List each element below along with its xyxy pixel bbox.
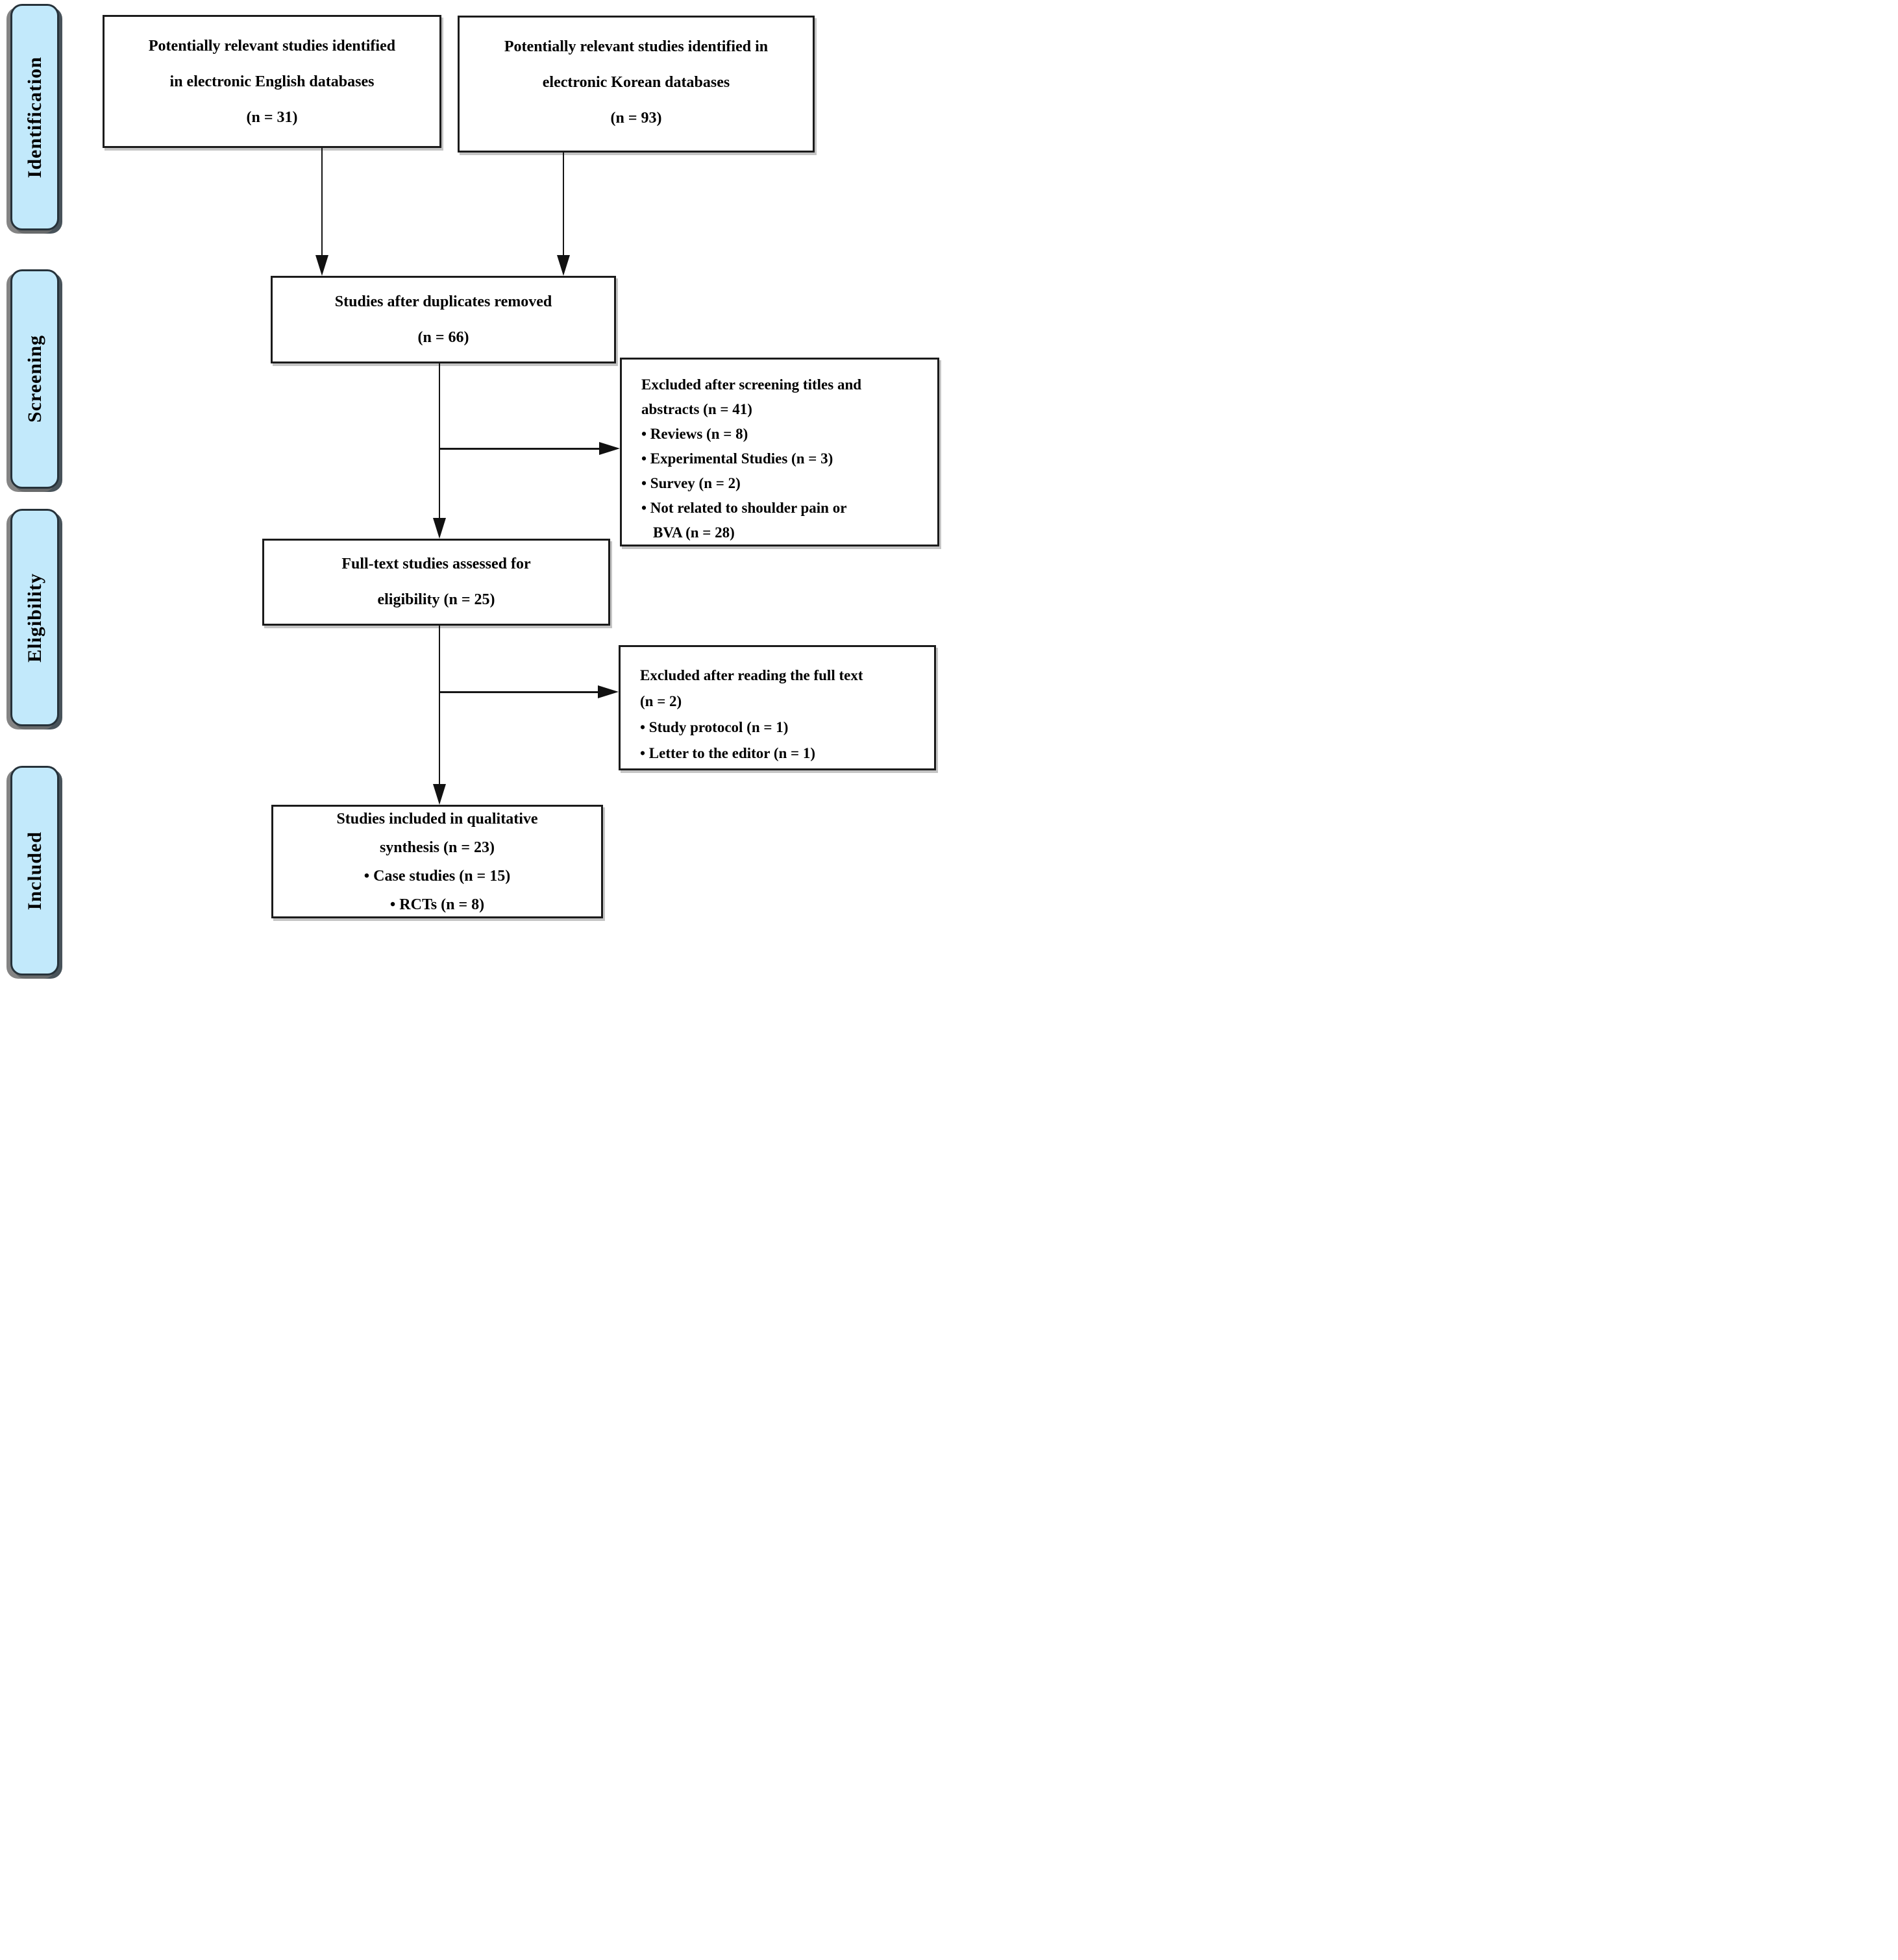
stage-screening-label: Screening xyxy=(23,335,45,423)
text-line: (n = 31) xyxy=(246,109,298,126)
box-fulltext-assessed: Full-text studies assessed for eligibili… xyxy=(262,539,610,626)
text-line: • Experimental Studies (n = 3) xyxy=(641,450,833,467)
stage-screening: Screening xyxy=(10,269,59,489)
text-line: Excluded after reading the full text xyxy=(640,667,863,683)
text-line: electronic Korean databases xyxy=(542,74,730,91)
text-line: Potentially relevant studies identified xyxy=(148,38,396,55)
text-line: • Study protocol (n = 1) xyxy=(640,719,789,735)
text-line: BVA (n = 28) xyxy=(653,524,735,541)
box-identified-korean: Potentially relevant studies identified … xyxy=(458,16,815,153)
connector-duplicates-to-fulltext xyxy=(439,363,440,519)
connector-english-to-duplicates xyxy=(321,148,323,256)
stage-identification: Identification xyxy=(10,4,59,230)
connector-fulltext-to-included xyxy=(439,626,440,785)
text-line: • Reviews (n = 8) xyxy=(641,426,748,442)
text-line: Excluded after screening titles and xyxy=(641,376,862,393)
box-identified-english: Potentially relevant studies identified … xyxy=(103,15,441,148)
text-line: • Case studies (n = 15) xyxy=(364,867,511,885)
box-included-synthesis: Studies included in qualitative synthesi… xyxy=(271,805,603,918)
text-line: Potentially relevant studies identified … xyxy=(504,38,769,55)
text-line: synthesis (n = 23) xyxy=(379,839,495,856)
text-line: eligibility (n = 25) xyxy=(377,591,495,608)
connector-korean-to-duplicates xyxy=(563,153,564,256)
box-excluded-screening: Excluded after screening titles and abst… xyxy=(620,358,939,546)
arrowhead-excluded-screening xyxy=(599,442,620,455)
text-line: • RCTs (n = 8) xyxy=(389,896,485,913)
stage-identification-label: Identification xyxy=(23,56,45,178)
box-excluded-fulltext: Excluded after reading the full text (n … xyxy=(619,645,936,770)
stage-eligibility-label: Eligibility xyxy=(23,572,45,663)
arrowhead-korean-to-duplicates xyxy=(557,255,570,276)
connector-branch-excluded-fulltext xyxy=(439,691,599,693)
arrowhead-duplicates-to-fulltext xyxy=(433,518,446,539)
text-line: Studies after duplicates removed xyxy=(334,293,552,310)
arrowhead-english-to-duplicates xyxy=(315,255,328,276)
text-line: (n = 2) xyxy=(640,693,682,709)
text-line: abstracts (n = 41) xyxy=(641,401,752,417)
text-line: Full-text studies assessed for xyxy=(341,556,531,572)
connector-branch-excluded-screening xyxy=(439,448,600,450)
flow-diagram: Identification Screening Eligibility Inc… xyxy=(0,0,949,980)
text-line: • Letter to the editor (n = 1) xyxy=(640,745,816,761)
stage-eligibility: Eligibility xyxy=(10,509,59,726)
text-line: Studies included in qualitative xyxy=(336,810,538,827)
arrowhead-excluded-fulltext xyxy=(598,685,619,698)
box-duplicates-removed: Studies after duplicates removed (n = 66… xyxy=(271,276,616,363)
text-line: • Survey (n = 2) xyxy=(641,475,741,491)
text-line: • Not related to shoulder pain or xyxy=(641,500,847,516)
stage-included: Included xyxy=(10,766,59,975)
stage-included-label: Included xyxy=(23,831,45,911)
arrowhead-fulltext-to-included xyxy=(433,784,446,805)
text-line: (n = 93) xyxy=(610,110,662,127)
text-line: (n = 66) xyxy=(417,328,469,346)
text-line: in electronic English databases xyxy=(169,73,375,90)
